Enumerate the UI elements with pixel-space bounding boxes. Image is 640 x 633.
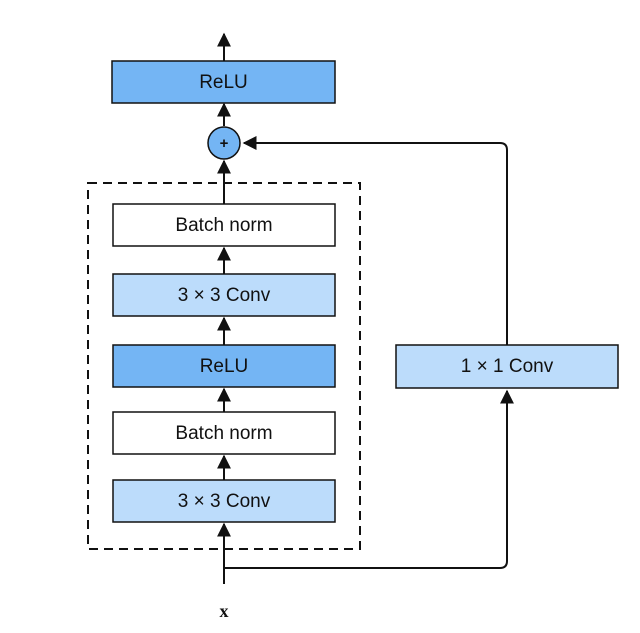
conv1x1-shortcut-box xyxy=(395,344,619,389)
relu-middle-label: ReLU xyxy=(200,356,249,377)
relu-output-box xyxy=(111,60,336,104)
conv3x3-top-box xyxy=(112,273,336,317)
input-x-label: x xyxy=(220,601,229,621)
batch-norm-top-box xyxy=(112,203,336,247)
conv3x3-top-label: 3 × 3 Conv xyxy=(178,285,271,306)
relu-middle-box xyxy=(112,344,336,388)
addition-node xyxy=(207,126,241,160)
batch-norm-bottom-box xyxy=(112,411,336,455)
conv3x3-bottom-label: 3 × 3 Conv xyxy=(178,491,271,512)
relu-output-label: ReLU xyxy=(199,72,248,93)
conv3x3-bottom-box xyxy=(112,479,336,523)
arrow-input-to-shortcut-conv xyxy=(224,389,514,569)
conv1x1-shortcut-label: 1 × 1 Conv xyxy=(461,356,554,377)
batch-norm-top-label: Batch norm xyxy=(175,215,272,236)
arrow-shortcut-conv-to-add xyxy=(242,136,508,345)
addition-symbol: + xyxy=(220,135,229,152)
batch-norm-bottom-label: Batch norm xyxy=(175,423,272,444)
